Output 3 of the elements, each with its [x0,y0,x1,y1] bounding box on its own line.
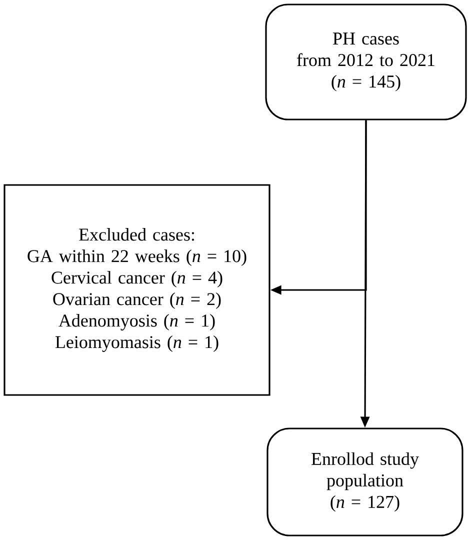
process-box: Excluded cases: GA within 22 weeks (n = 10) Cervical cancer (n = 4) Ovarian cancer (n = 2) Adenomyosis (n = 1) Leiomyomasis (n = 1) [4,184,270,396]
rounded-box: Enrollod study population (n = 127) [266,428,464,536]
rounded-box: PH cases from 2012 to 2021 (n = 145) [265,4,467,120]
